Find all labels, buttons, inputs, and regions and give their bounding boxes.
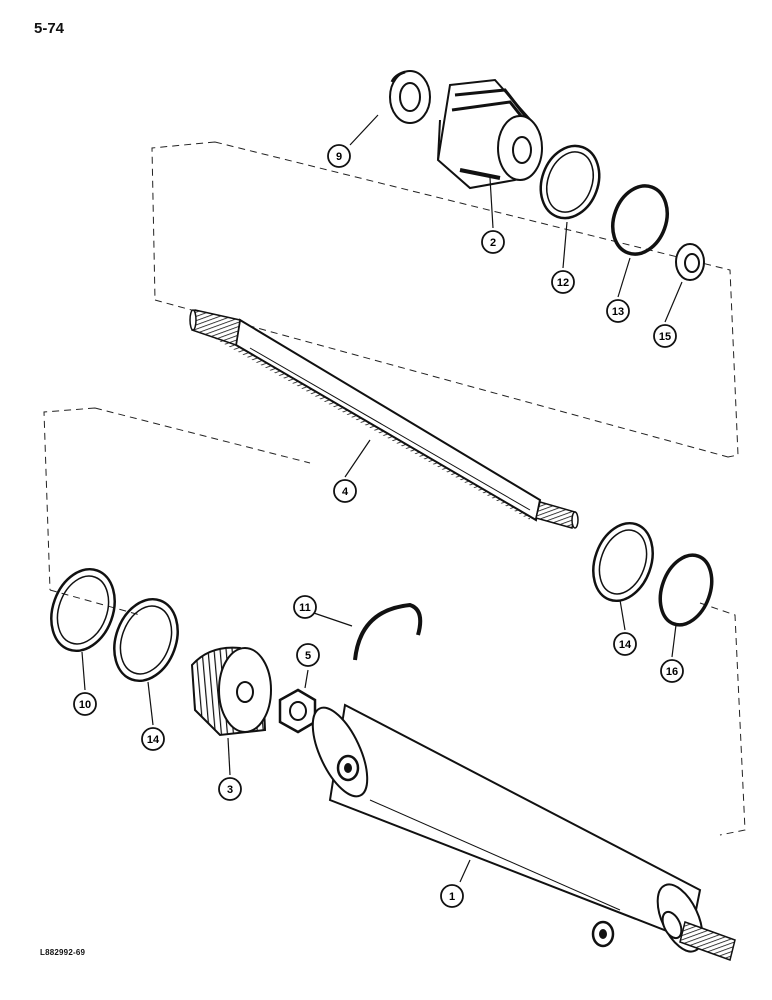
- callout-label: 2: [490, 237, 496, 249]
- callout-label: 10: [79, 699, 91, 711]
- part-5-nut: [278, 688, 317, 734]
- page-number: 5-74: [34, 20, 65, 37]
- callout-14-right: 14: [613, 632, 637, 656]
- callout-label: 3: [227, 784, 233, 796]
- callout-label: 14: [147, 734, 160, 746]
- part-10-backup-ring: [50, 567, 116, 653]
- callout-label: 12: [557, 277, 569, 289]
- figure-code: L882992-69: [40, 948, 86, 957]
- callout-label: 11: [299, 602, 311, 614]
- part-4-piston-rod: [189, 309, 579, 529]
- part-14-backup-ring-left-inner: [119, 605, 173, 675]
- callout-4: 4: [333, 479, 357, 503]
- callout-label: 13: [612, 306, 624, 318]
- callout-label: 5: [305, 650, 311, 662]
- callout-label: 15: [659, 331, 671, 343]
- part-12-backup-ring: [539, 144, 601, 220]
- part-15-seal: [675, 243, 705, 281]
- part-14-backup-ring-left: [113, 597, 179, 683]
- callout-label: 14: [619, 639, 632, 651]
- callout-15: 15: [653, 324, 677, 348]
- callout-14-left: 14: [141, 727, 165, 751]
- callout-12: 12: [551, 270, 575, 294]
- part-14-backup-ring-right: [592, 521, 654, 603]
- assembly-guide-lower: [43, 407, 746, 836]
- callout-2: 2: [481, 230, 505, 254]
- callout-label: 1: [449, 891, 455, 903]
- part-14-backup-ring-right-inner: [598, 529, 648, 595]
- part-13-o-ring: [611, 184, 669, 256]
- part-16-o-ring: [658, 553, 714, 627]
- part-12-backup-ring-inner: [546, 151, 594, 213]
- part-2-gland: [436, 78, 543, 190]
- callout-3: 3: [218, 777, 242, 801]
- callout-11: 11: [293, 595, 317, 619]
- callout-5: 5: [296, 643, 320, 667]
- callout-label: 4: [342, 486, 349, 498]
- callout-13: 13: [606, 299, 630, 323]
- part-10-backup-ring-inner: [56, 575, 110, 645]
- part-3-piston: [190, 646, 272, 737]
- callout-10: 10: [73, 692, 97, 716]
- assembly-guide-upper: [151, 141, 739, 458]
- callout-16: 16: [660, 659, 684, 683]
- part-11-retaining-ring: [353, 602, 423, 661]
- part-9-wiper-seal: [389, 70, 431, 124]
- callout-label: 9: [336, 151, 342, 163]
- part-1-barrel: [311, 703, 736, 961]
- callout-label: 16: [666, 666, 678, 678]
- callout-1: 1: [440, 884, 464, 908]
- callout-9: 9: [327, 144, 351, 168]
